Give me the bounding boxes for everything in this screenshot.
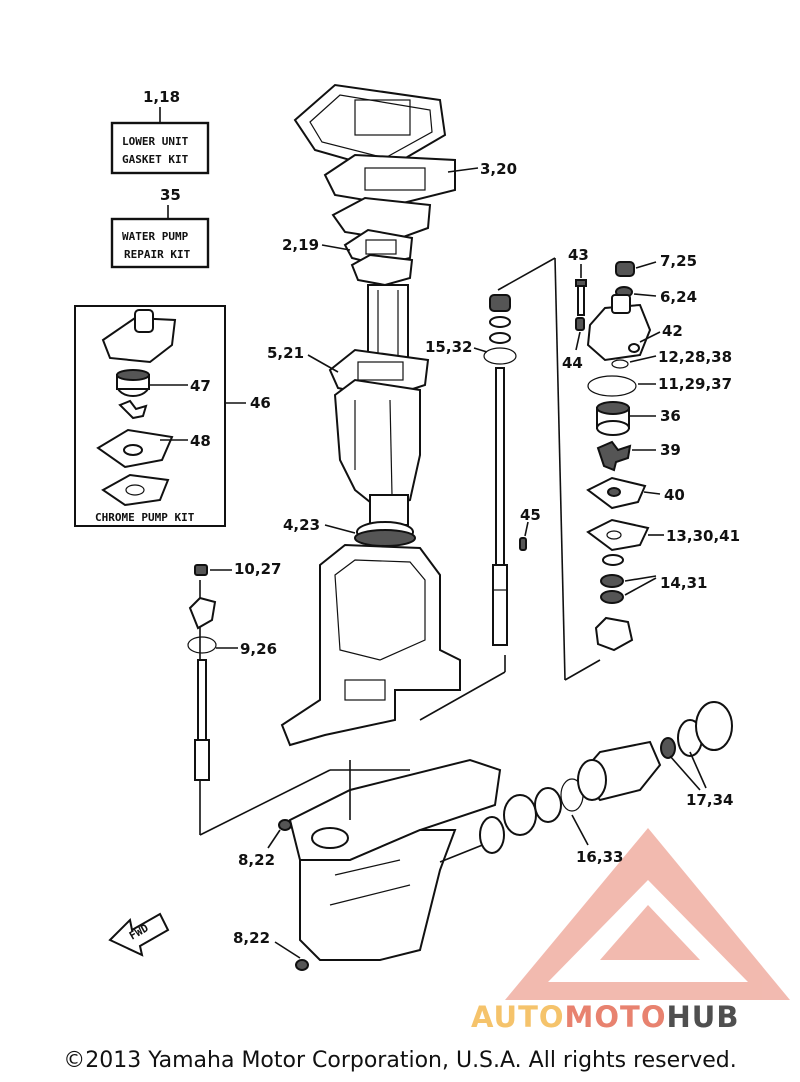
water-pump-kit-line1: WATER PUMP xyxy=(122,230,189,243)
oring-9-26 xyxy=(187,636,217,654)
upper-casing xyxy=(333,378,421,526)
pin-45 xyxy=(519,537,527,551)
callout-2-19: 2,19 xyxy=(282,236,319,254)
callout-39: 39 xyxy=(660,441,681,459)
callout-17-34: 17,34 xyxy=(686,791,733,809)
outer-plate-40 xyxy=(586,476,647,510)
copyright-notice: ©2013 Yamaha Motor Corporation, U.S.A. A… xyxy=(63,1048,737,1073)
callout-48: 48 xyxy=(190,432,211,450)
callout-11-29-37: 11,29,37 xyxy=(658,375,732,393)
gasket-kit-ref: 1,18 xyxy=(143,88,180,106)
chrome-outer-plate xyxy=(96,428,174,469)
callout-47: 47 xyxy=(190,377,211,395)
gasket-kit-box xyxy=(110,121,210,175)
bolt-43 xyxy=(575,279,587,316)
callout-6-24: 6,24 xyxy=(660,288,697,306)
bearing-top xyxy=(489,294,511,344)
gasket-2-19 xyxy=(343,228,414,267)
callout-15-32: 15,32 xyxy=(425,338,472,356)
bolt-8-22-top xyxy=(278,819,292,831)
upper-cover-plate xyxy=(293,83,447,172)
callout-4-23: 4,23 xyxy=(283,516,320,534)
water-pump-kit-box xyxy=(110,217,210,269)
watermark-part3: HUB xyxy=(666,1000,740,1034)
lower-casing-upper xyxy=(280,543,461,747)
dowel-44 xyxy=(575,317,585,331)
drive-shaft xyxy=(492,367,508,646)
callout-36: 36 xyxy=(660,407,681,425)
seal-upper xyxy=(602,554,624,566)
oil-seal-housing xyxy=(594,616,634,652)
part-pump-bracket xyxy=(188,596,217,630)
callout-7-25: 7,25 xyxy=(660,252,697,270)
watermark-brand: AUTOMOTOHUB xyxy=(471,1000,739,1034)
chrome-pump-kit-label: CHROME PUMP KIT xyxy=(95,511,195,524)
callout-8-22-bottom: 8,22 xyxy=(233,929,270,947)
callout-8-22-top: 8,22 xyxy=(238,851,275,869)
plate-middle xyxy=(331,196,432,242)
water-pump-kit-ref: 35 xyxy=(160,186,181,204)
chrome-gasket xyxy=(101,473,170,507)
seal-14-31 xyxy=(600,574,624,604)
chrome-pump-kit-ref: 46 xyxy=(250,394,271,412)
callout-43: 43 xyxy=(568,246,589,264)
gasket-kit-line2: GASKET KIT xyxy=(122,153,189,166)
bearing-assembly-16-33 xyxy=(503,778,584,836)
bolt-8-22-bottom xyxy=(295,959,309,971)
watermark-logo xyxy=(505,828,790,1000)
pump-housing xyxy=(586,294,652,362)
callout-3-20: 3,20 xyxy=(480,160,517,178)
fwd-arrow-icon: FWD xyxy=(108,912,170,957)
part-12-28-38 xyxy=(611,359,629,369)
callout-13-30-41: 13,30,41 xyxy=(666,527,740,545)
lower-casing-gearbox xyxy=(288,758,502,961)
oring-11-29-37 xyxy=(587,375,637,397)
watermark-part1: AUTO xyxy=(471,1000,565,1034)
callout-40: 40 xyxy=(664,486,685,504)
callout-12-28-38: 12,28,38 xyxy=(658,348,732,366)
callout-44: 44 xyxy=(562,354,583,372)
gasket-3-20 xyxy=(323,153,456,207)
callout-5-21: 5,21 xyxy=(267,344,304,362)
water-pump-kit-line2: REPAIR KIT xyxy=(124,248,191,261)
bearing-housing xyxy=(577,740,662,802)
seals-17-34 xyxy=(660,701,733,759)
shift-rod xyxy=(194,659,210,781)
gasket-13-30-41 xyxy=(586,518,650,552)
insert-cartridge-36 xyxy=(596,401,630,436)
gear xyxy=(479,816,505,854)
gasket-kit-line1: LOWER UNIT xyxy=(122,135,189,148)
gasket-4-23 xyxy=(354,521,416,547)
chrome-impeller xyxy=(118,399,148,420)
exhaust-guide xyxy=(350,253,414,361)
impeller-39 xyxy=(596,440,632,472)
chrome-pump-housing xyxy=(101,309,177,364)
callout-45: 45 xyxy=(520,506,541,524)
watermark-part2: MOTO xyxy=(564,1000,667,1034)
grommet-7-25 xyxy=(615,261,635,277)
oring-15-32 xyxy=(483,347,517,365)
part-10-27 xyxy=(194,564,208,576)
callout-42: 42 xyxy=(662,322,683,340)
callout-10-27: 10,27 xyxy=(234,560,281,578)
callout-16-33: 16,33 xyxy=(576,848,623,866)
callout-9-26: 9,26 xyxy=(240,640,277,658)
callout-14-31: 14,31 xyxy=(660,574,707,592)
part-42 xyxy=(628,343,640,353)
water-tube xyxy=(606,145,627,265)
chrome-impeller-insert xyxy=(116,369,150,397)
